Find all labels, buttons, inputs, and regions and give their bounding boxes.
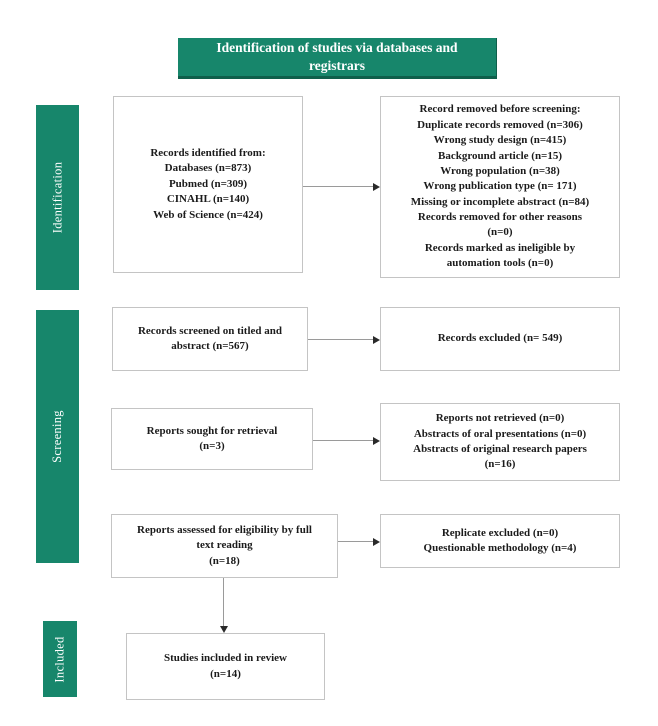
stage-label-identification: Identification	[50, 161, 65, 234]
arrowhead-right-icon	[373, 436, 380, 445]
box-reports-not-retrieved: Reports not retrieved (n=0) Abstracts of…	[380, 403, 620, 481]
arrowhead-right-icon	[373, 335, 380, 344]
box-reports-sought: Reports sought for retrieval (n=3)	[111, 408, 313, 470]
box-records-screened: Records screened on titled and abstract …	[112, 307, 308, 371]
box-reports-assessed: Reports assessed for eligibility by full…	[111, 514, 338, 578]
arrow-assessed-to-replicate-excluded	[338, 537, 380, 546]
arrow-screened-to-excluded	[308, 335, 380, 344]
box-records-removed: Record removed before screening: Duplica…	[380, 96, 620, 278]
box-records-excluded: Records excluded (n= 549)	[380, 307, 620, 371]
stage-bar-screening: Screening	[36, 310, 79, 563]
box-records-identified: Records identified from: Databases (n=87…	[113, 96, 303, 273]
stage-bar-included: Included	[43, 621, 77, 697]
diagram-title: Identification of studies via databases …	[178, 38, 497, 79]
arrow-sought-to-not-retrieved	[313, 436, 380, 445]
arrowhead-down-icon	[219, 626, 228, 633]
arrowhead-right-icon	[373, 537, 380, 546]
stage-label-screening: Screening	[50, 410, 64, 463]
arrow-assessed-to-included	[219, 578, 228, 633]
arrowhead-right-icon	[373, 182, 380, 191]
stage-label-included: Included	[52, 635, 67, 683]
arrow-identified-to-removed	[303, 182, 380, 191]
box-studies-included: Studies included in review (n=14)	[126, 633, 325, 700]
stage-bar-identification: Identification	[36, 105, 79, 290]
box-replicate-excluded: Replicate excluded (n=0) Questionable me…	[380, 514, 620, 568]
